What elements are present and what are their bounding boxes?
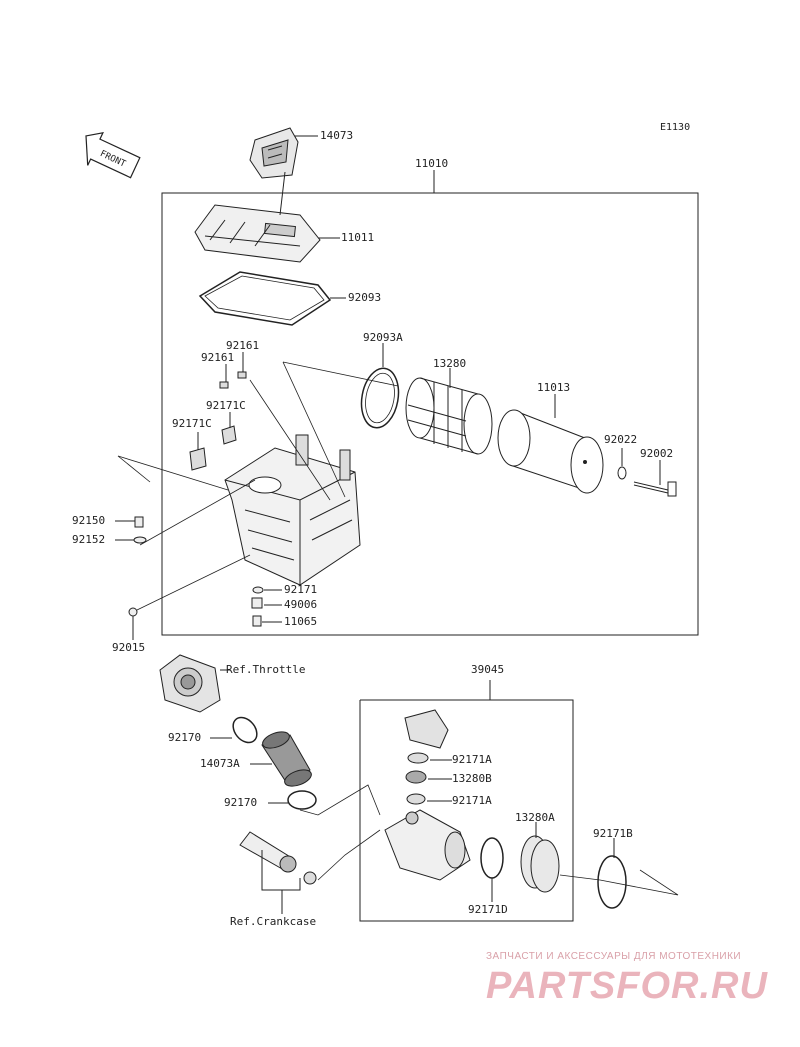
drain-hardware: [128, 516, 264, 627]
ref-crankcase-label: Ref.Crankcase: [230, 915, 317, 928]
filter-cage-13280: [405, 377, 493, 455]
part-label-92161-b: 92161: [201, 351, 235, 364]
part-label-13280: 13280: [433, 357, 467, 370]
part-label-92171B: 92171B: [593, 827, 633, 840]
part-label-92002: 92002: [640, 447, 674, 460]
part-label-11013: 11013: [537, 381, 571, 394]
part-label-13280A: 13280A: [515, 811, 555, 824]
part-label-92152: 92152: [72, 533, 106, 546]
part-label-49006: 49006: [284, 598, 318, 611]
part-label-92161-a: 92161: [226, 339, 260, 352]
part-label-92022: 92022: [604, 433, 638, 446]
part-label-14073: 14073: [320, 129, 354, 142]
ref-throttle-label: Ref.Throttle: [226, 663, 306, 676]
intake-duct-39045: [384, 809, 471, 881]
watermark-logo: PARTSFOR.RU: [486, 965, 768, 1007]
part-label-14073A: 14073A: [200, 757, 240, 770]
part-label-11010: 11010: [415, 157, 449, 170]
part-label-92015: 92015: [112, 641, 146, 654]
part-label-92171A-2: 92171A: [452, 794, 492, 807]
clamp-92170-upper: [232, 716, 258, 744]
part-label-92150: 92150: [72, 514, 106, 527]
part-label-13280B: 13280B: [452, 772, 492, 785]
part-label-92093: 92093: [348, 291, 382, 304]
part-label-92171C-b: 92171C: [172, 417, 212, 430]
front-arrow-icon: FRONT: [85, 131, 141, 179]
clamp-92171D: [480, 837, 504, 879]
washer-92022: [617, 466, 627, 480]
part-label-92171C-a: 92171C: [206, 399, 246, 412]
wing-bolt-92002: [633, 481, 677, 497]
duct-small-parts: [405, 752, 429, 805]
air-box-case: [224, 434, 361, 586]
snorkel-part: [249, 127, 299, 179]
part-label-92170-a: 92170: [168, 731, 202, 744]
part-label-92171: 92171: [284, 583, 318, 596]
adapter-13280A: [520, 835, 560, 893]
part-label-92093A: 92093A: [363, 331, 403, 344]
air-box-cover: [194, 204, 321, 263]
breather-hose: [239, 831, 317, 885]
o-ring-92093A: [360, 367, 400, 429]
part-label-92170-b: 92170: [224, 796, 258, 809]
watermark-subtitle: ЗАПЧАСТИ И АКСЕССУАРЫ ДЛЯ МОТОТЕХНИКИ: [486, 951, 742, 962]
part-label-39045: 39045: [471, 663, 505, 676]
clamp-92171B: [597, 855, 627, 909]
part-label-92171A-1: 92171A: [452, 753, 492, 766]
air-cleaner-frame: [161, 192, 699, 636]
intake-boot-14073A: [261, 731, 312, 787]
part-label-11011: 11011: [341, 231, 375, 244]
clamp-92170-lower: [287, 790, 317, 810]
intake-duct-frame: [359, 699, 574, 922]
throttle-body: [159, 654, 221, 713]
gasket-92093: [198, 271, 332, 326]
filter-element-11013: [497, 409, 604, 494]
diagram-code-label: E1130: [660, 122, 691, 133]
part-label-92171D: 92171D: [468, 903, 508, 916]
duct-cover: [404, 709, 449, 749]
part-label-11065: 11065: [284, 615, 318, 628]
clip-parts: [189, 371, 247, 471]
